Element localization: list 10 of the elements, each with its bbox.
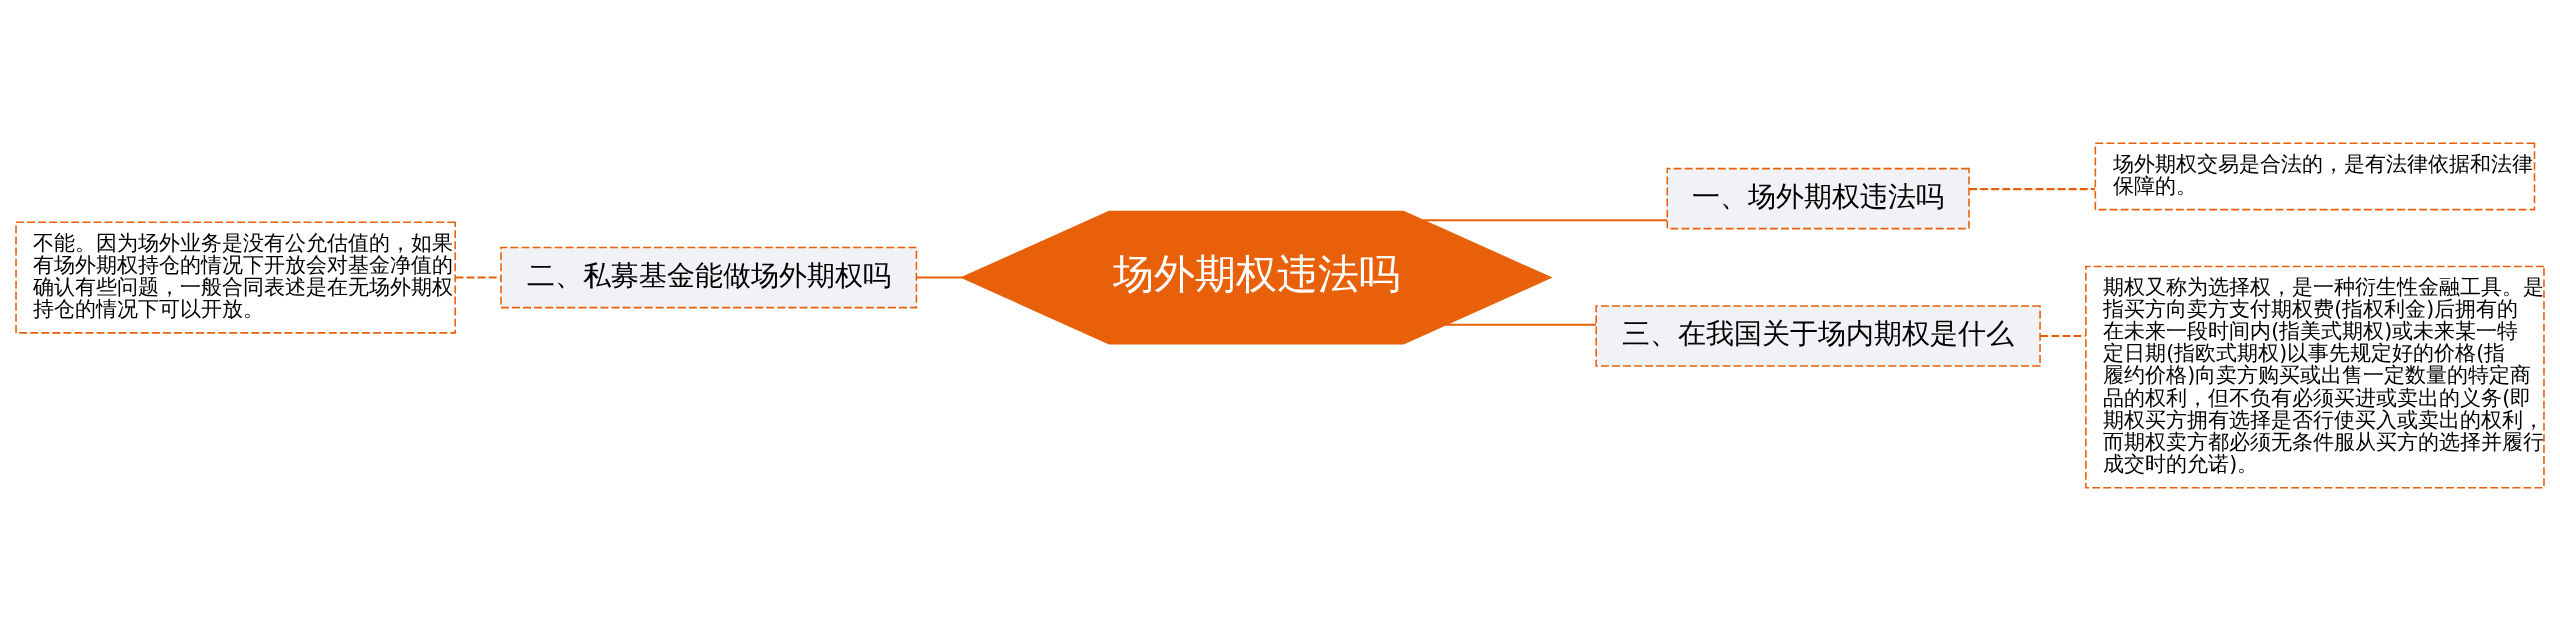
connector xyxy=(1445,323,1596,326)
node-box: 一、场外期权违法吗 xyxy=(1666,167,1970,230)
node-box: 期权又称为选择权，是一种衍生性金融工具。是指买方向卖方支付期权费(指权利金)后拥有的在未来一段时间内(指美式期权)或未来某一特定日期(指欧式期权)以事先规定好的价格(指履约价格)向卖方购买或出售一定数量的特定商品的权利，但不负有必须买进或卖出的义务(即期权买方拥有选择是否行使买入或卖出的权利，而期权卖方都必须无条件服从买方的选择并履行成交时的允诺)。 xyxy=(2085,265,2545,489)
node-box: 场外期权交易是合法的，是有法律依据和法律保障的。 xyxy=(2094,142,2536,211)
connector xyxy=(1423,219,1668,222)
node-box: 不能。因为场外业务是没有公允估值的，如果有场外期权持仓的情况下开放会对基金净值的确认有些问题，一般合同表述是在无场外期权持仓的情况下可以开放。 xyxy=(15,221,456,334)
connector xyxy=(1969,188,2095,191)
connector xyxy=(916,276,963,279)
node-box: 二、私募基金能做场外期权吗 xyxy=(500,246,918,309)
node-box: 三、在我国关于场内期权是什么 xyxy=(1595,305,2041,367)
